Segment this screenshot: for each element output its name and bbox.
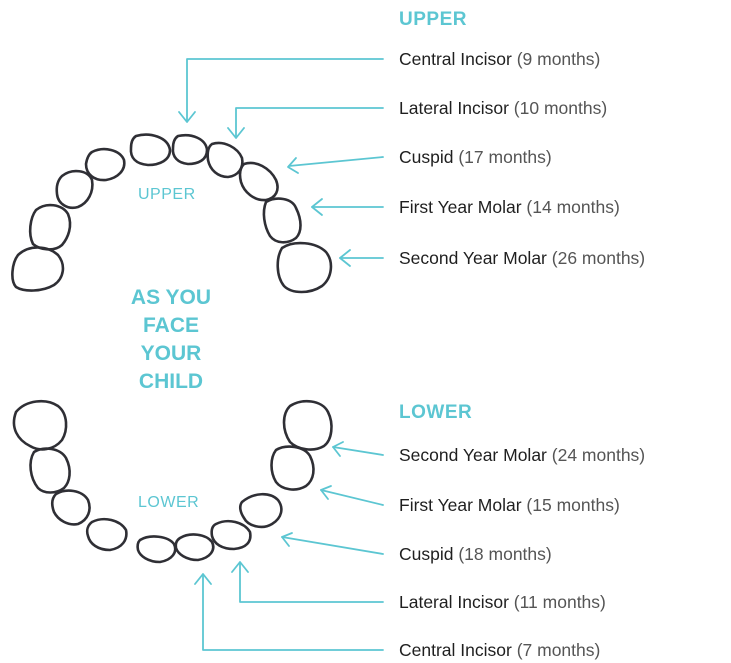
tooth-name: Cuspid [399, 544, 453, 564]
tooth-name: Lateral Incisor [399, 592, 509, 612]
center-line-1: AS YOU [96, 284, 246, 312]
tooth-age: (7 months) [517, 640, 601, 660]
lower-label-second-molar: Second Year Molar (24 months) [399, 445, 645, 466]
tooth-age: (17 months) [458, 147, 551, 167]
tooth-lower-second-molar-right [284, 401, 331, 449]
leader-upper-cuspid [289, 157, 383, 166]
upper-heading: UPPER [399, 9, 467, 31]
tooth-lower-cuspid-right [240, 494, 281, 527]
upper-arch-label: UPPER [138, 186, 196, 204]
tooth-upper-lateral-left [86, 149, 124, 180]
tooth-name: First Year Molar [399, 197, 522, 217]
tooth-name: Second Year Molar [399, 248, 547, 268]
tooth-upper-central-right [173, 135, 207, 164]
leader-lower-second-molar [333, 447, 383, 455]
tooth-age: (9 months) [517, 49, 601, 69]
tooth-lower-central-right [176, 535, 213, 560]
tooth-lower-second-molar-left [14, 401, 66, 449]
center-line-2: FACE [96, 312, 246, 340]
tooth-name: Central Incisor [399, 49, 512, 69]
lower-label-cuspid: Cuspid (18 months) [399, 544, 552, 565]
leader-lower-central [203, 575, 383, 650]
tooth-upper-central-left [131, 135, 170, 165]
tooth-age: (24 months) [552, 445, 645, 465]
upper-label-cuspid: Cuspid (17 months) [399, 147, 552, 168]
tooth-upper-lateral-right [208, 143, 243, 177]
tooth-lower-first-molar-left [31, 449, 70, 493]
tooth-age: (10 months) [514, 98, 607, 118]
tooth-age: (14 months) [526, 197, 619, 217]
tooth-lower-first-molar-right [272, 447, 314, 490]
lower-label-lateral-incisor: Lateral Incisor (11 months) [399, 592, 606, 613]
tooth-age: (11 months) [514, 592, 606, 612]
tooth-upper-second-molar-right [278, 243, 331, 292]
tooth-name: First Year Molar [399, 495, 522, 515]
lower-label-first-molar: First Year Molar (15 months) [399, 495, 620, 516]
center-text: AS YOU FACE YOUR CHILD [96, 284, 246, 396]
lower-heading: LOWER [399, 402, 472, 424]
tooth-name: Lateral Incisor [399, 98, 509, 118]
lower-label-central-incisor: Central Incisor (7 months) [399, 640, 600, 661]
upper-label-central-incisor: Central Incisor (9 months) [399, 49, 600, 70]
tooth-upper-cuspid-right [240, 163, 278, 200]
tooth-lower-lateral-left [87, 519, 126, 550]
upper-label-lateral-incisor: Lateral Incisor (10 months) [399, 98, 607, 119]
tooth-lower-central-left [138, 537, 176, 562]
tooth-age: (15 months) [526, 495, 619, 515]
tooth-name: Second Year Molar [399, 445, 547, 465]
tooth-upper-second-molar-left [12, 247, 63, 290]
tooth-upper-first-molar-right [264, 199, 301, 243]
tooth-name: Cuspid [399, 147, 453, 167]
leader-lower-cuspid [282, 537, 383, 554]
lower-arch-label: LOWER [138, 494, 199, 512]
tooth-lower-lateral-right [212, 521, 251, 549]
tooth-upper-first-molar-left [30, 205, 70, 249]
center-line-4: CHILD [96, 368, 246, 396]
leader-lower-lateral [240, 563, 383, 602]
tooth-name: Central Incisor [399, 640, 512, 660]
tooth-upper-cuspid-left [57, 171, 93, 208]
upper-label-first-molar: First Year Molar (14 months) [399, 197, 620, 218]
center-line-3: YOUR [96, 340, 246, 368]
tooth-lower-cuspid-left [52, 491, 89, 525]
leader-lower-first-molar [321, 490, 383, 505]
tooth-age: (26 months) [552, 248, 645, 268]
leader-upper-central [187, 59, 383, 121]
upper-label-second-molar: Second Year Molar (26 months) [399, 248, 645, 269]
arrowhead-lower-cuspid [282, 533, 292, 546]
leader-upper-lateral [236, 108, 383, 137]
tooth-age: (18 months) [458, 544, 551, 564]
